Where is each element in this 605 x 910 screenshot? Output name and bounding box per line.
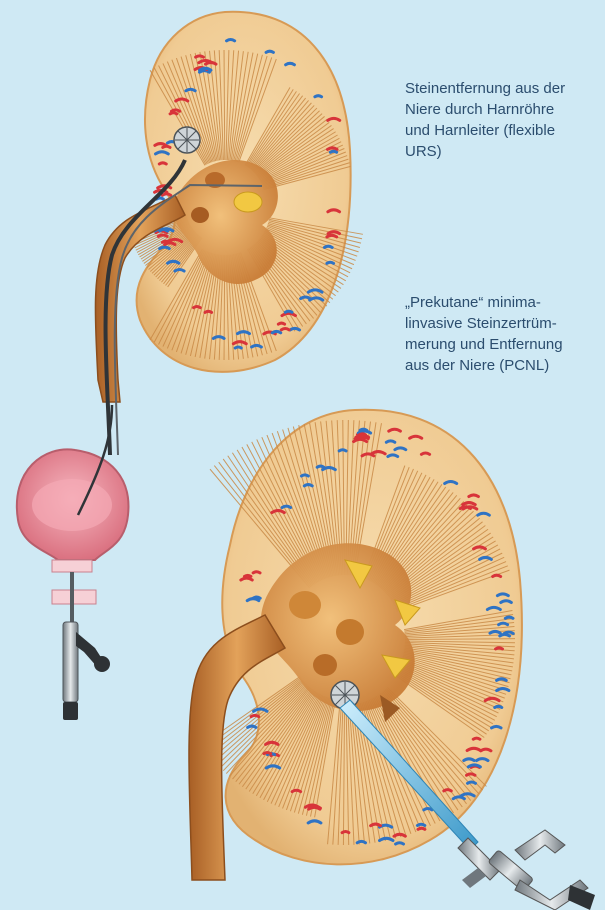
blood-vessel (175, 269, 184, 271)
blood-vessel (421, 453, 429, 454)
blood-vessel (464, 759, 474, 761)
blood-vessel (292, 790, 300, 791)
blood-vessel (339, 450, 346, 451)
blood-vessel (418, 828, 425, 829)
blood-vessel (417, 824, 424, 825)
blood-vessel (253, 572, 260, 573)
blood-vessel (171, 110, 179, 111)
caption-pcnl: „Prekutane“ minima- linvasive Steinzertr… (405, 292, 605, 376)
blood-vessel (196, 56, 204, 57)
blood-vessel (227, 39, 235, 40)
blood-vessel (492, 726, 501, 728)
blood-vessel (251, 715, 259, 716)
blood-vessel (304, 485, 312, 486)
blood-vessel (252, 345, 262, 347)
blood-vessel (497, 679, 507, 681)
kidney-upper (95, 12, 362, 455)
blood-vessel (266, 51, 273, 52)
blood-vessel (444, 790, 451, 791)
blood-vessel (205, 311, 211, 312)
blood-vessel (244, 575, 250, 576)
ureteroscope-icon-handle (63, 622, 110, 720)
blood-vessel (481, 749, 491, 751)
blood-vessel (235, 347, 241, 348)
blood-vessel (500, 634, 510, 636)
blood-vessel (342, 832, 349, 833)
caption-urs-line-1: Steinentfernung aus der (405, 78, 605, 99)
stone-basket-icon (174, 127, 200, 153)
blood-vessel (162, 194, 170, 195)
blood-vessel (165, 243, 175, 245)
blood-vessel (282, 506, 290, 507)
blood-vessel (194, 307, 201, 308)
caption-pcnl-line-3: merung und Entfernung (405, 334, 605, 355)
bladder (17, 405, 129, 632)
blood-vessel (501, 601, 512, 603)
blood-vessel (327, 235, 337, 237)
blood-vessel (286, 63, 295, 64)
blood-vessel (248, 726, 256, 727)
blood-vessel (330, 151, 336, 152)
blood-vessel (158, 235, 167, 236)
blood-vessel (360, 429, 367, 430)
blood-vessel (505, 617, 513, 618)
blood-vessel (278, 323, 284, 324)
caption-urs-line-4: URS) (405, 141, 605, 162)
kidney-lower-stone-3 (313, 654, 337, 676)
pyramid-striation (224, 50, 225, 160)
blood-vessel (159, 163, 166, 164)
blood-vessel (493, 575, 501, 576)
blood-vessel (290, 328, 300, 330)
caption-urs-line-3: und Harnleiter (flexible (405, 120, 605, 141)
kidney-lower-stone-2 (336, 619, 364, 645)
caption-urs-line-2: Niere durch Harnröhre (405, 99, 605, 120)
blood-vessel (324, 246, 332, 247)
blood-vessel (424, 809, 432, 810)
blood-vessel (272, 331, 281, 332)
blood-vessel (301, 475, 308, 476)
blood-vessel (160, 247, 170, 249)
blood-vessel (371, 824, 381, 826)
blood-vessel (460, 507, 470, 509)
blood-vessel (186, 89, 195, 91)
blood-vessel (499, 623, 508, 624)
blood-vessel (328, 148, 338, 150)
blood-vessel (386, 441, 394, 442)
blood-vessel (359, 434, 365, 435)
blood-vessel (495, 706, 502, 707)
blood-vessel (285, 311, 292, 312)
blood-vessel (467, 774, 475, 775)
blood-vessel (396, 843, 404, 844)
kidney-upper-stone-1 (234, 192, 262, 212)
blood-vessel (315, 96, 322, 97)
blood-vessel (388, 455, 398, 457)
blood-vessel (496, 648, 503, 649)
blood-vessel (469, 495, 479, 497)
caption-pcnl-line-1: „Prekutane“ minima- (405, 292, 605, 313)
blood-vessel (264, 752, 271, 753)
kidney-lower (189, 410, 522, 880)
kidney-upper-stone-3 (191, 207, 209, 223)
blood-vessel (281, 329, 289, 330)
blood-vessel (301, 297, 311, 299)
caption-pcnl-line-4: aus der Niere (PCNL) (405, 355, 605, 376)
caption-pcnl-line-2: linvasive Steinzertrüm- (405, 313, 605, 334)
caption-flexible-urs: Steinentfernung aus der Niere durch Harn… (405, 78, 605, 162)
blood-vessel (317, 466, 324, 467)
kidney-lower-stone-1 (289, 591, 321, 619)
blood-vessel (170, 113, 177, 114)
blood-vessel (357, 841, 365, 842)
blood-vessel (327, 262, 334, 263)
blood-vessel (490, 631, 500, 633)
blood-vessel (468, 782, 476, 783)
blood-vessel (473, 738, 480, 739)
